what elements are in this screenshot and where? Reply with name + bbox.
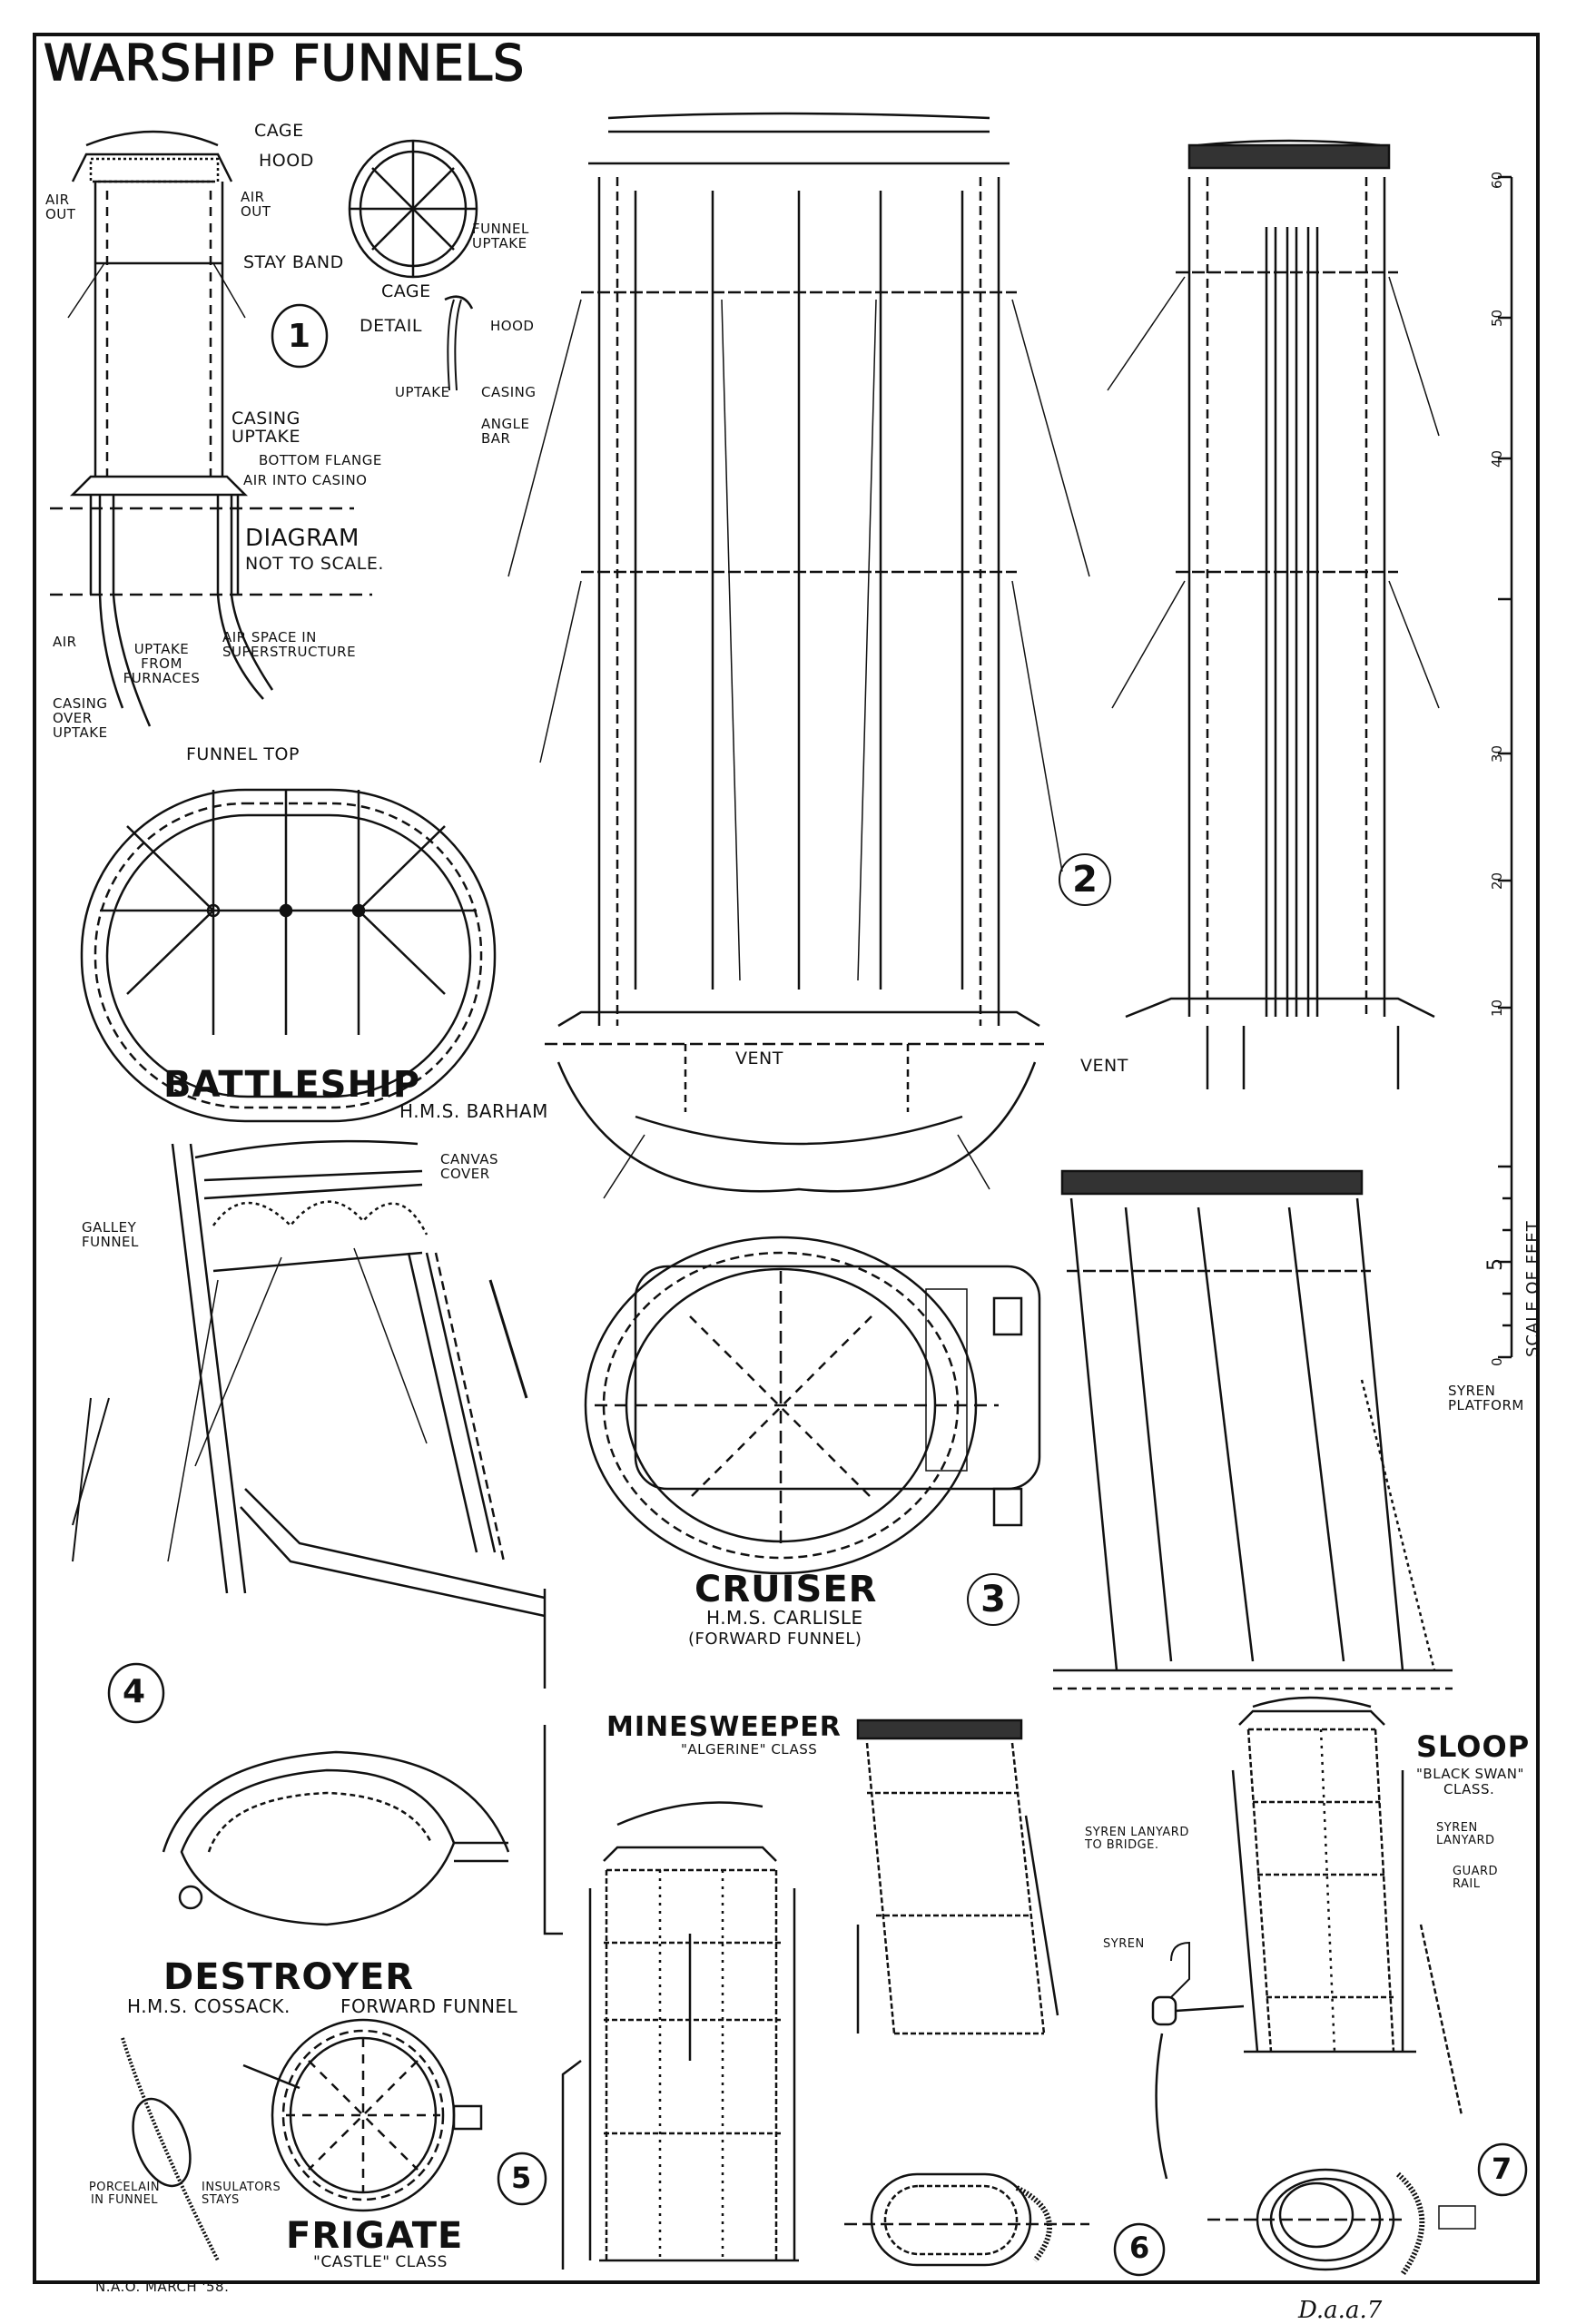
sloop-class-suffix: CLASS.	[1443, 1781, 1495, 1797]
scale-tick-60: 60	[1489, 171, 1505, 189]
label-galley-funnel: GALLEY FUNNEL	[82, 1219, 139, 1250]
minesweeper-funnel-front	[561, 1801, 799, 2270]
frigate-name: FRIGATE	[286, 2215, 464, 2257]
cruiser-funnel-plan	[584, 1236, 1041, 1575]
label-detail-uptake: UPTAKE	[395, 384, 450, 400]
label-guard-rail: GUARD RAIL	[1453, 1865, 1499, 1891]
minesweeper-name: MINESWEEPER	[606, 1711, 842, 1743]
fig4-funnel-galley	[72, 1139, 547, 1689]
label-detail-cage: CAGE	[381, 281, 431, 301]
frigate-funnel-plan	[242, 2018, 483, 2212]
label-stay-band: STAY BAND	[243, 252, 344, 272]
label-vent: VENT	[735, 1049, 783, 1068]
label-bottom-flange: BOTTOM FLANGE	[259, 452, 382, 468]
label-funnel-top: FUNNEL TOP	[186, 744, 300, 764]
figure-number-1: 1	[288, 318, 312, 355]
fig1-funnel-diagram	[50, 130, 372, 727]
syren-detail	[1151, 1941, 1245, 2180]
minesweeper-class: "ALGERINE" CLASS	[681, 1741, 818, 1758]
label-syren-lanyard-bridge: SYREN LANYARD TO BRIDGE.	[1085, 1826, 1189, 1852]
label-canvas-cover: CANVAS COVER	[440, 1151, 499, 1182]
scale-tick-30: 30	[1489, 744, 1505, 763]
battleship-funnel-top	[80, 788, 497, 1123]
scale-tick-5: 5	[1484, 1258, 1507, 1271]
label-syren-lanyard: SYREN LANYARD	[1436, 1821, 1495, 1847]
figure-number-3: 3	[967, 1573, 1020, 1626]
fig1-detail-top-view	[348, 139, 478, 391]
label-syren-platform: SYREN PLATFORM	[1448, 1383, 1524, 1413]
label-angle-bar: ANGLE BAR	[481, 416, 530, 447]
destroyer-funnel-plan	[162, 1725, 563, 1935]
frigate-class: "CASTLE" CLASS	[313, 2253, 448, 2271]
label-not-to-scale: NOT TO SCALE.	[245, 554, 384, 574]
figure-number-5: 5	[511, 2161, 533, 2195]
label-funnel-uptake: FUNNEL UPTAKE	[472, 221, 529, 251]
sloop-name: SLOOP	[1416, 1729, 1531, 1764]
cruiser-note: (FORWARD FUNNEL)	[688, 1630, 862, 1649]
label-cage: CAGE	[254, 121, 304, 141]
scale-tick-10: 10	[1489, 999, 1505, 1017]
page-title: WARSHIP FUNNELS	[43, 34, 526, 93]
figure-number-4: 4	[123, 1673, 147, 1710]
minesweeper-funnel-plan	[844, 2172, 1089, 2267]
cruiser-name: CRUISER	[694, 1569, 878, 1610]
label-casing-over-uptake: CASING OVER UPTAKE	[53, 695, 108, 741]
battleship-name: BATTLESHIP	[163, 1064, 421, 1106]
label-detail: DETAIL	[360, 316, 422, 336]
scale-tick-40: 40	[1489, 449, 1505, 468]
destroyer-ship-name: H.M.S. COSSACK.	[127, 1995, 291, 2017]
label-porcelain: PORCELAIN IN FUNNEL	[88, 2181, 161, 2207]
label-hood: HOOD	[259, 151, 314, 171]
label-air-space: AIR SPACE IN SUPERSTRUCTURE	[222, 629, 357, 660]
drawing-frame	[33, 33, 1540, 2284]
label-air-into-casing: AIR INTO CASINO	[243, 472, 368, 488]
scale-tick-50: 50	[1489, 309, 1505, 327]
scale-tick-20: 20	[1489, 872, 1505, 890]
signature: D.a.a.7	[1298, 2297, 1383, 2324]
label-air-out-left: AIR OUT	[45, 192, 76, 222]
label-vent-side: VENT	[1080, 1056, 1128, 1076]
credit: N.A.O. MARCH '58.	[95, 2279, 230, 2295]
label-detail-hood: HOOD	[490, 318, 535, 334]
label-syren: SYREN	[1103, 1937, 1145, 1951]
figure-number-6: 6	[1129, 2230, 1151, 2265]
scale-bar	[1498, 175, 1513, 1359]
label-air-out-right: AIR OUT	[241, 189, 271, 220]
label-air: AIR	[53, 634, 77, 650]
label-diagram: DIAGRAM	[245, 525, 360, 552]
label-uptake-from-furnaces: UPTAKE FROM FURNACES	[123, 641, 201, 686]
cruiser-ship-name: H.M.S. CARLISLE	[706, 1607, 863, 1629]
sloop-funnel-front	[1231, 1696, 1463, 2116]
minesweeper-funnel-side	[856, 1718, 1059, 2035]
battleship-ship-name: H.M.S. BARHAM	[399, 1100, 548, 1122]
insulator-detail	[121, 2037, 220, 2261]
sloop-funnel-plan	[1207, 2168, 1476, 2276]
scale-label: SCALE OF FEET	[1523, 1220, 1542, 1357]
figure-number-2: 2	[1059, 853, 1111, 906]
battleship-funnel-front	[507, 112, 1090, 1199]
destroyer-name: DESTROYER	[163, 1956, 415, 1998]
destroyer-note: FORWARD FUNNEL	[340, 1995, 518, 2017]
cruiser-funnel-side	[1053, 1169, 1453, 1690]
figure-number-7: 7	[1492, 2152, 1513, 2186]
scale-tick-0: 0	[1489, 1357, 1505, 1366]
label-insulators: INSULATORS STAYS	[202, 2181, 281, 2207]
battleship-funnel-side	[1107, 139, 1440, 1089]
label-detail-casing: CASING	[481, 384, 537, 400]
label-casing-uptake: CASING UPTAKE	[231, 409, 300, 447]
sloop-class: "BLACK SWAN"	[1416, 1766, 1524, 1782]
